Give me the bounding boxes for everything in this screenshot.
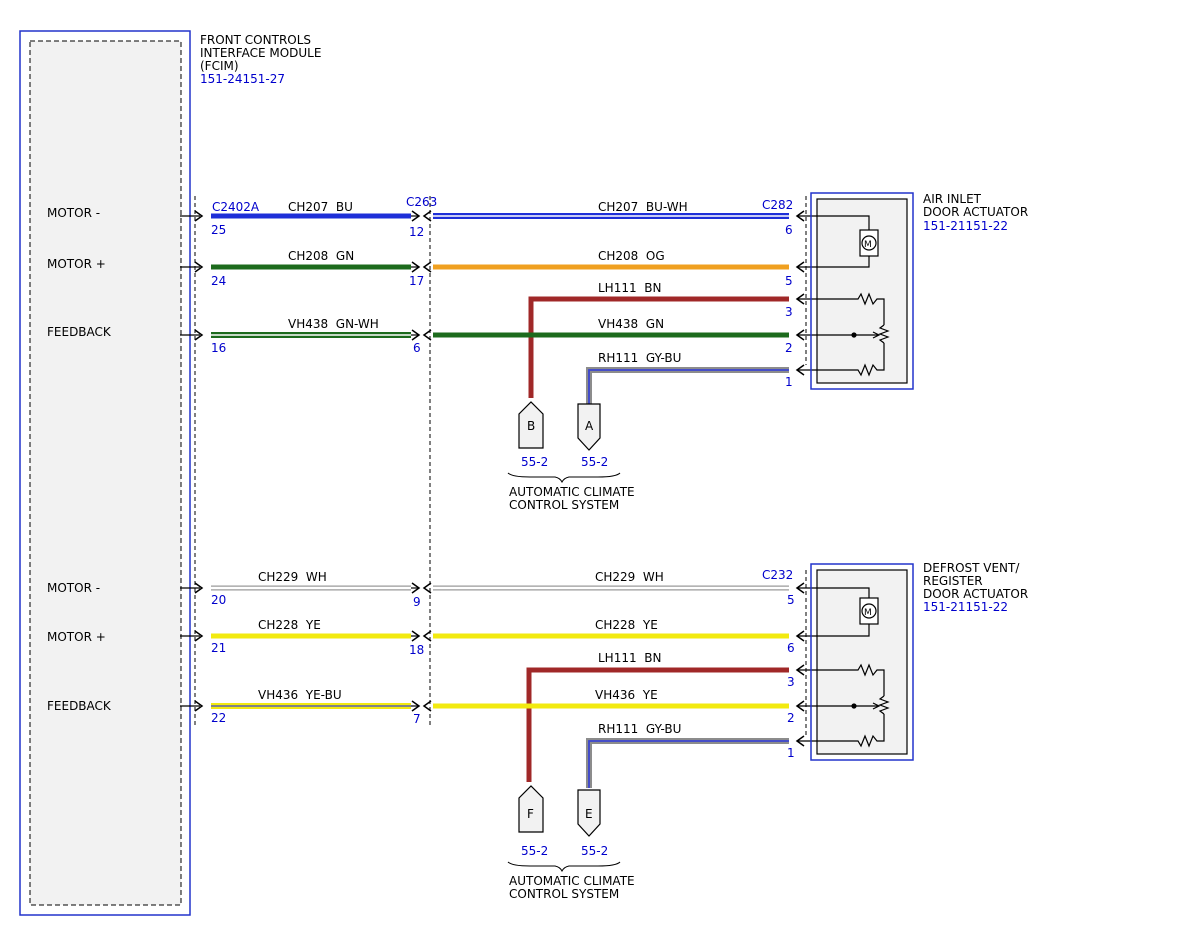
pin-6-c282: 6 [785, 223, 793, 237]
offpage-connector-a[interactable] [577, 403, 601, 451]
pin-5-c282: 5 [785, 274, 793, 288]
air-inlet-actuator[interactable] [810, 192, 914, 390]
pin-25: 25 [211, 223, 226, 237]
fcim-output-arrows [180, 210, 203, 712]
fcim-ref-link[interactable]: 151-24151-27 [200, 72, 285, 86]
signal-motor-minus-1: MOTOR - [47, 206, 100, 220]
connector-c232-label[interactable]: C232 [762, 568, 793, 582]
wire-label-lh111-bn-1: LH111 BN [598, 281, 661, 295]
wire-label-vh436-ye-bu: VH436 YE-BU [258, 688, 342, 702]
pin-7: 7 [413, 712, 421, 726]
wire-label-rh111-gy-bu-2: RH111 GY-BU [598, 722, 681, 736]
motor-symbol-1 [814, 215, 879, 268]
fcim-name-line1: FRONT CONTROLS [200, 33, 311, 47]
pin-17: 17 [409, 274, 424, 288]
defrost-ref-link[interactable]: 151-21151-22 [923, 600, 1008, 614]
wire-label-ch207-bu: CH207 BU [288, 200, 353, 214]
system-bottom-line2: CONTROL SYSTEM [509, 887, 619, 901]
wire-label-ch228-ye-left: CH228 YE [258, 618, 321, 632]
potentiometer-symbol-2 [814, 663, 890, 748]
offpage-ref-e[interactable]: 55-2 [581, 844, 608, 858]
pin-2-c282: 2 [785, 341, 793, 355]
wire-lh111-bn-2[interactable] [526, 667, 789, 782]
wire-label-lh111-bn-2: LH111 BN [598, 651, 661, 665]
wire-label-ch229-wh-right: CH229 WH [595, 570, 664, 584]
defrost-actuator[interactable] [810, 563, 914, 761]
wire-label-vh438-gn-wh: VH438 GN-WH [288, 317, 379, 331]
c263-pin-arrows [411, 210, 432, 712]
wire-rh111-gy-bu-1[interactable] [586, 367, 789, 404]
pin-22: 22 [211, 711, 226, 725]
system-bottom-line1: AUTOMATIC CLIMATE [509, 874, 635, 888]
connector-c263-label[interactable]: C263 [406, 195, 437, 209]
defrost-name-line2: REGISTER [923, 574, 983, 588]
defrost-name-line1: DEFROST VENT/ [923, 561, 1020, 575]
system-brace-top [507, 472, 621, 484]
fcim-module[interactable] [19, 30, 191, 916]
fcim-name-line2: INTERFACE MODULE [200, 46, 321, 60]
system-brace-bottom [507, 861, 621, 873]
wire-label-vh438-gn: VH438 GN [598, 317, 664, 331]
wire-label-ch208-gn: CH208 GN [288, 249, 354, 263]
offpage-connector-f[interactable] [518, 785, 544, 833]
motor-m-label-1: M [864, 240, 872, 250]
pin-3-c282: 3 [785, 305, 793, 319]
offpage-ref-a[interactable]: 55-2 [581, 455, 608, 469]
wire-label-ch208-og: CH208 OG [598, 249, 665, 263]
pin-6-c263: 6 [413, 341, 421, 355]
offpage-ref-b[interactable]: 55-2 [521, 455, 548, 469]
wire-label-ch228-ye-right: CH228 YE [595, 618, 658, 632]
signal-feedback-2: FEEDBACK [47, 699, 112, 713]
motor-symbol-2 [814, 587, 879, 637]
pin-2-c232: 2 [787, 711, 795, 725]
offpage-ref-f[interactable]: 55-2 [521, 844, 548, 858]
pin-24: 24 [211, 274, 226, 288]
pin-1-c232: 1 [787, 746, 795, 760]
signal-feedback-1: FEEDBACK [47, 325, 112, 339]
offpage-connector-b[interactable] [518, 401, 544, 449]
wire-rh111-gy-bu-2[interactable] [586, 738, 789, 788]
fcim-name-line3: (FCIM) [200, 59, 239, 73]
pin-5-c232: 5 [787, 593, 795, 607]
signal-motor-plus-1: MOTOR + [47, 257, 106, 271]
air-inlet-name-line2: DOOR ACTUATOR [923, 205, 1028, 219]
signal-motor-plus-2: MOTOR + [47, 630, 106, 644]
connector-c282-label[interactable]: C282 [762, 198, 793, 212]
pin-6-c232: 6 [787, 641, 795, 655]
offpage-label-f: F [527, 807, 534, 821]
wire-label-rh111-gy-bu-1: RH111 GY-BU [598, 351, 681, 365]
pin-20: 20 [211, 593, 226, 607]
pin-18: 18 [409, 643, 424, 657]
wire-lh111-bn-1[interactable] [528, 296, 789, 398]
wire-label-ch207-bu-wh: CH207 BU-WH [598, 200, 688, 214]
offpage-label-b: B [527, 419, 535, 433]
offpage-label-e: E [585, 807, 593, 821]
pin-9: 9 [413, 595, 421, 609]
connector-c2402a-label[interactable]: C2402A [212, 200, 260, 214]
defrost-name-line3: DOOR ACTUATOR [923, 587, 1028, 601]
signal-motor-minus-2: MOTOR - [47, 581, 100, 595]
pin-12: 12 [409, 225, 424, 239]
air-inlet-ref-link[interactable]: 151-21151-22 [923, 219, 1008, 233]
air-inlet-name-line1: AIR INLET [923, 192, 982, 206]
pin-16: 16 [211, 341, 226, 355]
wire-label-vh436-ye: VH436 YE [595, 688, 658, 702]
offpage-label-a: A [585, 419, 594, 433]
pin-21: 21 [211, 641, 226, 655]
potentiometer-symbol-1 [814, 292, 890, 377]
motor-m-label-2: M [864, 608, 872, 618]
pin-3-c232: 3 [787, 675, 795, 689]
system-top-line2: CONTROL SYSTEM [509, 498, 619, 512]
wire-label-ch229-wh-left: CH229 WH [258, 570, 327, 584]
system-top-line1: AUTOMATIC CLIMATE [509, 485, 635, 499]
offpage-connector-e[interactable] [577, 789, 601, 837]
pin-1-c282: 1 [785, 375, 793, 389]
